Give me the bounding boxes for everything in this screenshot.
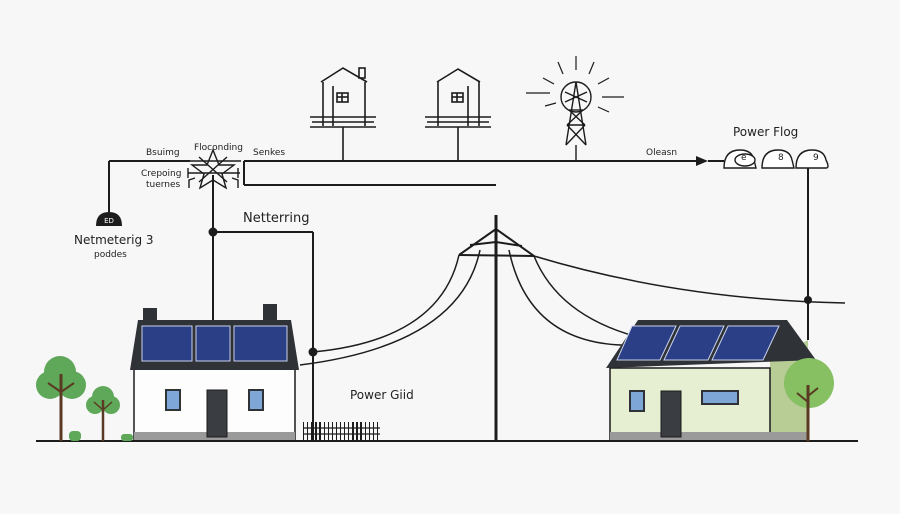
meter-1-label: e (741, 153, 747, 163)
fence-picket (303, 422, 305, 440)
tree-left-small-icon (86, 386, 120, 441)
left-house (130, 304, 299, 441)
shrub-icon (69, 431, 81, 441)
label-floconding: Floconding (194, 143, 243, 153)
left-door (206, 389, 228, 438)
right-solar-panels (616, 325, 780, 361)
right-junction (804, 296, 812, 304)
fence-picket (360, 422, 362, 440)
fence-picket (372, 422, 375, 440)
right-door (660, 390, 682, 438)
left-window-2 (248, 389, 264, 411)
fence-picket (331, 422, 334, 440)
inverter-star-icon (187, 148, 241, 190)
fence-picket (311, 422, 313, 440)
fence-picket (335, 422, 338, 440)
fence-picket (364, 422, 366, 440)
meter-2-label: 8 (778, 153, 784, 163)
top-bus-line (243, 156, 724, 186)
fence-picket (356, 422, 358, 440)
label-poddes: poddes (94, 250, 127, 260)
label-crepoing: Crepoing (141, 169, 182, 179)
right-window-1 (629, 390, 645, 412)
top-house-2-icon (425, 68, 491, 161)
fence-picket (376, 422, 379, 440)
label-power-grid: Power Giid (350, 388, 414, 402)
fence-picket (348, 422, 350, 440)
fence-picket (315, 422, 317, 440)
tree-right-icon (784, 358, 834, 441)
right-window-2 (701, 390, 739, 405)
meter-3-label: 9 (813, 153, 819, 163)
fence-picket (352, 422, 354, 440)
left-solar-panels (141, 325, 288, 362)
left-wiring (108, 160, 314, 441)
fence-picket (368, 422, 370, 440)
fence-picket (323, 422, 325, 440)
fence-picket (307, 422, 309, 440)
shrub-icon-2 (121, 434, 133, 441)
fence-picket (339, 422, 342, 440)
label-netterring: Netterring (243, 211, 310, 226)
svg-text:ED: ED (104, 217, 114, 225)
fence-picket (319, 422, 321, 440)
transmission-tower-icon (560, 81, 592, 161)
left-junction-1 (208, 227, 218, 237)
tree-left-large-icon (36, 356, 86, 441)
top-house-1-icon (310, 67, 376, 161)
label-oleasn: Oleasn (646, 148, 678, 158)
label-senkes: Senkes (253, 148, 286, 158)
fence-picket (344, 422, 346, 440)
meter-cluster (723, 149, 829, 169)
label-netmeterig: Netmeterig 3 (74, 233, 154, 247)
label-power-flog: Power Flog (733, 125, 799, 139)
label-tuernes: tuernes (146, 180, 181, 190)
meter-device-icon: ED (96, 212, 122, 226)
utility-pole (299, 215, 846, 441)
fence-pickets (303, 422, 381, 440)
label-bsuimg: Bsuimg (146, 148, 180, 158)
fence-picket (327, 422, 329, 440)
left-window-1 (165, 389, 181, 411)
sun-rays-icon (526, 56, 624, 113)
